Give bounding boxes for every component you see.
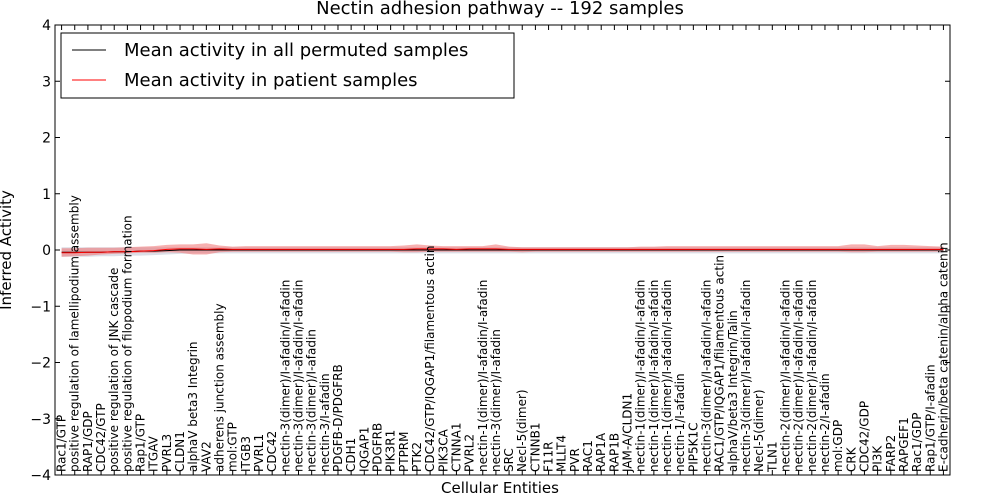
- x-category-label: mol:GDP: [831, 420, 845, 472]
- x-category-label: CDC42/GTP/IQGAP1/filamentous actin: [423, 246, 437, 472]
- y-tick-label: −4: [30, 468, 51, 484]
- x-category-label: RAC1/GTP/IQGAP1/filamentous actin: [713, 255, 727, 472]
- series-lines: [61, 248, 944, 254]
- x-category-label: CDH1: [344, 438, 358, 472]
- x-category-label: RAP1B: [607, 433, 621, 472]
- x-category-label: FARP2: [884, 435, 898, 472]
- x-category-label: PVR: [568, 448, 582, 472]
- x-category-label: positive regulation of JNK cascade: [107, 268, 121, 472]
- series-line-permuted: [61, 249, 944, 253]
- x-category-label: RAC1: [581, 440, 595, 472]
- x-category-label: nectin-3/I-afadin: [318, 373, 332, 472]
- x-category-label: MLLT4: [555, 435, 569, 472]
- y-tick-label: −3: [30, 412, 51, 428]
- y-tick-label: −2: [30, 356, 51, 372]
- x-category-label: PI3K: [871, 445, 885, 472]
- legend-entry-permuted: Mean activity in all permuted samples: [124, 40, 468, 61]
- y-tick-label: −1: [30, 299, 51, 315]
- x-axis-label: Cellular Entities: [441, 479, 559, 497]
- x-category-label: TLN1: [765, 441, 779, 473]
- x-category-label: Rap1/GTP: [134, 414, 148, 472]
- x-category-label: F11R: [542, 441, 556, 472]
- x-category-label: positive regulation of filopodium format…: [120, 215, 134, 472]
- x-category-label: PTK2: [410, 442, 424, 472]
- x-category-label: VAV2: [199, 441, 213, 472]
- x-category-label: RAP1/GDP: [81, 411, 95, 472]
- x-category-label: CDC42/GTP: [94, 403, 108, 472]
- legend-box: [60, 32, 515, 99]
- x-category-label: PIP5K1C: [686, 422, 700, 472]
- x-category-label: alphaV beta3 Integrin: [186, 341, 200, 472]
- y-tick-label: 1: [42, 187, 51, 203]
- legend-entry-patient: Mean activity in patient samples: [124, 70, 418, 91]
- x-category-label: CDC42/GDP: [857, 401, 871, 472]
- x-category-label: nectin-3(dimer)/I-afadin/I-afadin: [739, 280, 753, 472]
- x-category-label: IQGAP1: [357, 427, 371, 472]
- x-category-label: PIK3R1: [384, 430, 398, 472]
- x-category-label: CLDN1: [173, 431, 187, 472]
- x-category-label: nectin-1(dimer)/I-afadin/I-afadin: [660, 280, 674, 472]
- x-category-label: ITGB3: [239, 436, 253, 472]
- x-category-label: nectin-3(dimer)/I-afadin: [305, 329, 319, 472]
- y-tick-label: 2: [42, 131, 51, 147]
- x-axis-ticks: [61, 25, 944, 475]
- y-axis-ticks: −4 −3 −2 −1 0 1 2 3 4: [30, 18, 950, 484]
- x-category-label: PVRL1: [252, 434, 266, 472]
- x-category-label: PTPRM: [397, 432, 411, 473]
- x-category-label: nectin-3(dimer)/I-afadin/I-afadin: [700, 280, 714, 472]
- x-category-label: PDGFB-D/PDGFRB: [331, 364, 345, 472]
- x-category-label: E-cadherin/beta catenin/alpha catenin: [936, 242, 950, 472]
- x-category-label: nectin-1(dimer)/I-afadin/I-afadin: [476, 280, 490, 472]
- x-category-label: CTNNA1: [449, 422, 463, 472]
- x-category-label: Rap1/GTP/I-afadin: [923, 364, 937, 472]
- y-tick-label: 3: [42, 74, 51, 90]
- x-category-label: alphaV/beta3 Integrin/Talin: [726, 310, 740, 472]
- x-category-label: nectin-3(dimer)/I-afadin/I-afadin: [292, 280, 306, 472]
- x-category-label: nectin-2(dimer)/I-afadin/I-afadin: [792, 280, 806, 472]
- x-category-label: nectin-1/I-afadin: [673, 373, 687, 472]
- x-category-label: CDC42: [265, 431, 279, 472]
- x-category-label: nectin-2/I-afadin: [818, 373, 832, 472]
- x-category-label: Necl-5(dimer): [515, 389, 529, 472]
- x-category-label: mol:GTP: [226, 422, 240, 472]
- y-axis-label: Inferred Activity: [0, 190, 15, 310]
- x-category-label: CTNNB1: [528, 422, 542, 472]
- x-category-label: PDGFRB: [371, 423, 385, 472]
- x-category-label: nectin-3(dimer)/I-afadin/I-afadin: [278, 280, 292, 472]
- x-category-label: PVRL2: [463, 434, 477, 472]
- x-category-label: ITGAV: [147, 435, 161, 472]
- x-category-label: PIK3CA: [436, 428, 450, 472]
- x-category-label: positive regulation of lamellipodium ass…: [68, 195, 82, 472]
- x-category-label: RAP1A: [594, 432, 608, 472]
- x-category-label: Necl-5(dimer): [752, 389, 766, 472]
- series-line-patient: [61, 248, 944, 254]
- x-category-label: PVRL3: [160, 434, 174, 472]
- x-category-label: nectin-1(dimer)/I-afadin/I-afadin: [634, 280, 648, 472]
- x-category-label: Rac1/GDP: [910, 413, 924, 472]
- y-tick-label: 4: [42, 18, 51, 34]
- x-category-label: SRC: [502, 448, 516, 472]
- x-category-label: CRK: [844, 446, 858, 472]
- chart-title: Nectin adhesion pathway -- 192 samples: [316, 0, 684, 19]
- x-category-label: RAPGEF1: [897, 417, 911, 472]
- x-category-label: Rac1/GTP: [55, 415, 69, 472]
- x-category-label: adherens junction assembly: [213, 303, 227, 472]
- x-category-label: nectin-2(dimer)/I-afadin/I-afadin: [805, 280, 819, 472]
- x-category-label: nectin-3(dimer)/I-afadin: [489, 329, 503, 472]
- legend: Mean activity in all permuted samples Me…: [60, 32, 515, 99]
- y-tick-label: 0: [42, 243, 51, 259]
- x-category-label: nectin-2(dimer)/I-afadin/I-afadin: [779, 280, 793, 472]
- x-category-label: nectin-1(dimer)/I-afadin/I-afadin: [647, 280, 661, 472]
- x-category-label: JAM-A/CLDN1: [621, 393, 635, 473]
